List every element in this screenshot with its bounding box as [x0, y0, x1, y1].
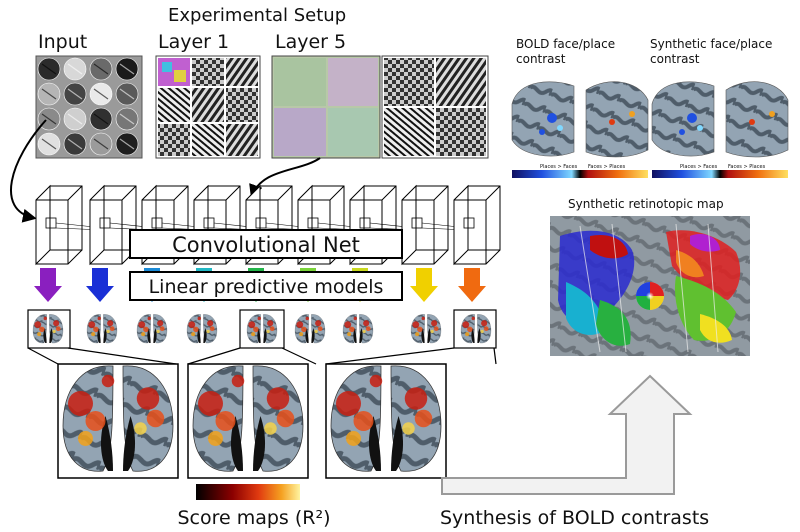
synthetic-contrast-title-line1: Synthetic face/place — [650, 37, 772, 51]
conv-layer-block — [453, 184, 501, 266]
conv-layer-block — [401, 184, 469, 266]
bold-contrast-map — [511, 81, 649, 158]
brain-score-map — [294, 314, 326, 344]
brain-score-map — [192, 365, 304, 472]
conv-net-label-box — [129, 229, 403, 259]
retinotopy-title: Synthetic retinotopic map — [568, 197, 724, 211]
brain-score-map — [32, 314, 64, 344]
synthetic-contrast-title-line2: contrast — [650, 52, 700, 66]
bold-contrast-title-line2: contrast — [516, 52, 566, 66]
brain-score-map — [186, 314, 218, 344]
layer5-feature-grid — [271, 55, 489, 159]
score-maps-label: Score maps (R²) — [177, 507, 330, 529]
input-stimuli-grid — [35, 55, 143, 159]
layer-arrow — [34, 268, 62, 302]
synthetic-colorbar-right-text: Faces > Places — [728, 164, 766, 170]
synthesis-arrow — [441, 374, 693, 495]
layer1-feature-grid — [155, 55, 261, 159]
score-map-panels — [57, 363, 447, 479]
bold-contrast-title-line1: BOLD face/place — [516, 37, 615, 51]
brain-score-map — [136, 314, 168, 344]
bold-colorbar-left-text: Places > Faces — [540, 164, 578, 170]
brain-score-map — [342, 314, 374, 344]
synthesis-label: Synthesis of BOLD contrasts — [440, 507, 709, 529]
linear-models-label-box — [129, 271, 403, 301]
input-to-network-arrow — [10, 119, 47, 223]
brain-score-map — [410, 314, 442, 344]
layer1-label: Layer 1 — [158, 31, 229, 53]
synthetic-contrast-map — [651, 81, 789, 158]
input-label: Input — [38, 31, 87, 53]
retinotopic-map — [550, 216, 750, 356]
bold-colorbar — [512, 170, 648, 178]
synthetic-colorbar — [652, 170, 788, 178]
linear-models-label: Linear predictive models — [149, 276, 384, 298]
brain-score-map — [62, 365, 174, 472]
bold-colorbar-right-text: Faces > Places — [588, 164, 626, 170]
layer-arrow — [86, 268, 114, 302]
synthetic-colorbar-left-text: Places > Faces — [680, 164, 718, 170]
brain-score-map — [460, 314, 492, 344]
conv-net-label: Convolutional Net — [172, 233, 360, 257]
brain-score-map — [246, 314, 278, 344]
brain-score-map — [330, 365, 442, 472]
conv-layer-block — [89, 184, 157, 266]
zoom-connectors — [27, 347, 497, 365]
conv-layer-block — [35, 184, 105, 266]
layer5-label: Layer 5 — [275, 31, 346, 53]
small-brain-row — [27, 309, 497, 349]
layer-arrow — [410, 268, 438, 302]
score-colorbar — [196, 484, 300, 500]
layer-arrow — [458, 268, 486, 302]
contrast-panels — [511, 81, 789, 158]
brain-score-map — [86, 314, 118, 344]
experimental-setup-title: Experimental Setup — [168, 5, 346, 26]
layer5-to-network-arrow — [249, 157, 321, 199]
